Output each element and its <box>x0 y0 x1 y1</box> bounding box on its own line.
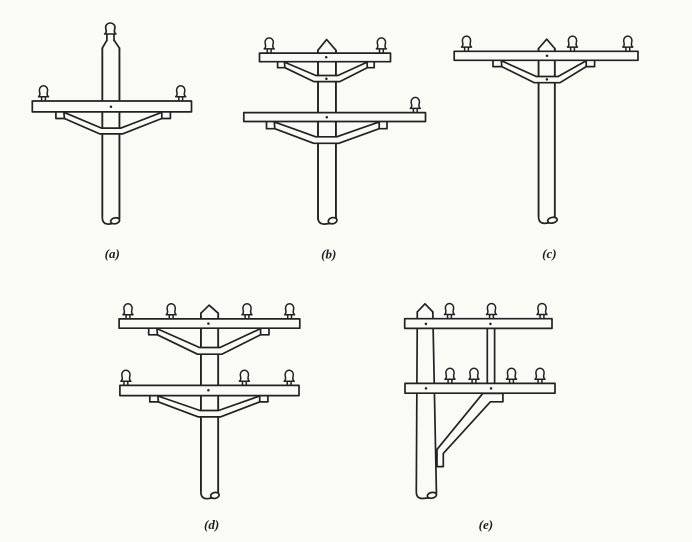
svg-text:(c): (c) <box>542 246 556 261</box>
svg-text:(d): (d) <box>204 517 219 532</box>
svg-text:(a): (a) <box>105 246 120 261</box>
svg-text:(b): (b) <box>321 247 336 262</box>
svg-text:(e): (e) <box>479 517 493 532</box>
